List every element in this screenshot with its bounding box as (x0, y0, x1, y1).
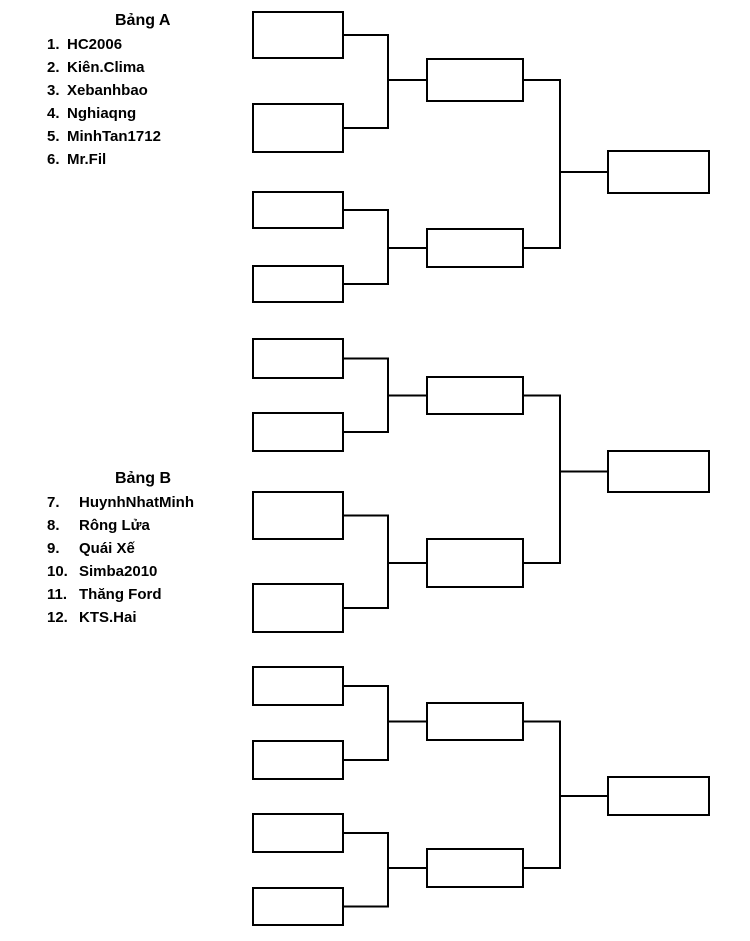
team-name: Quái Xế (79, 540, 135, 557)
team-name: Kiên.Clima (67, 59, 145, 76)
team-item: 7. HuynhNhatMinh (47, 491, 315, 514)
final-slot (607, 150, 710, 194)
bracket-connector (343, 209, 389, 285)
team-item: 1. HC2006 (47, 33, 315, 56)
team-item: 8. Rông Lửa (47, 514, 315, 537)
team-number: 6. (47, 151, 60, 168)
bracket-connector (343, 685, 389, 761)
team-number: 4. (47, 105, 60, 122)
bracket-connector (343, 357, 389, 433)
bracket-connector (343, 832, 389, 908)
semifinal-slot (426, 702, 524, 741)
first-round-slot (252, 666, 344, 706)
team-name: Thăng Ford (79, 586, 162, 603)
semifinal-slot (426, 228, 524, 268)
team-number: 7. (47, 494, 60, 511)
group-b-list: Bảng B 7. HuynhNhatMinh 8. Rông Lửa 9. Quái… (47, 470, 315, 629)
first-round-slot (252, 887, 344, 926)
team-number: 3. (47, 82, 60, 99)
team-item: 6. Mr.Fil (47, 148, 315, 171)
team-item: 3. Xebanhbao (47, 79, 315, 102)
team-item: 5. MinhTan1712 (47, 125, 315, 148)
first-round-slot (252, 412, 344, 452)
team-number: 2. (47, 59, 60, 76)
final-slot (607, 776, 710, 816)
group-a-list: Bảng A 1. HC2006 2. Kiên.Clima 3. Xebanhbao… (47, 12, 315, 171)
team-name: Simba2010 (79, 563, 158, 580)
bracket-connector (523, 720, 561, 869)
team-item: 9. Quái Xế (47, 537, 315, 560)
team-name: KTS.Hai (79, 609, 137, 626)
team-number: 11. (47, 586, 68, 603)
semifinal-slot (426, 848, 524, 888)
team-number: 10. (47, 563, 68, 580)
team-number: 12. (47, 609, 68, 626)
first-round-slot (252, 740, 344, 780)
semifinal-slot (426, 376, 524, 415)
team-item: 2. Kiên.Clima (47, 56, 315, 79)
first-round-slot (252, 191, 344, 229)
team-name: HC2006 (67, 36, 123, 53)
team-name: MinhTan1712 (67, 128, 161, 145)
first-round-slot (252, 583, 344, 633)
first-round-slot (252, 491, 344, 540)
team-number: 5. (47, 128, 60, 145)
group-a-teams: 1. HC2006 2. Kiên.Clima 3. Xebanhbao 4. Nghi… (47, 33, 315, 171)
final-slot (607, 450, 710, 493)
first-round-slot (252, 11, 344, 59)
semifinal-slot (426, 58, 524, 102)
first-round-slot (252, 103, 344, 153)
team-item: 4. Nghiaqng (47, 102, 315, 125)
semifinal-slot (426, 538, 524, 588)
first-round-slot (252, 265, 344, 303)
team-number: 1. (47, 36, 60, 53)
bracket-connector (343, 34, 389, 129)
group-b-title: Bảng B (115, 470, 171, 487)
team-item: 12. KTS.Hai (47, 606, 315, 629)
team-name: Rông Lửa (79, 517, 150, 534)
team-name: Nghiaqng (67, 105, 137, 122)
bracket-connector (343, 514, 389, 609)
team-name: HuynhNhatMinh (79, 494, 194, 511)
team-name: Xebanhbao (67, 82, 148, 99)
bracket-connector (523, 79, 561, 249)
team-name: Mr.Fil (67, 151, 107, 168)
bracket-connector (523, 394, 561, 564)
team-number: 9. (47, 540, 60, 557)
team-number: 8. (47, 517, 60, 534)
group-b-teams: 7. HuynhNhatMinh 8. Rông Lửa 9. Quái Xế 10.… (47, 491, 315, 629)
team-item: 11. Thăng Ford (47, 583, 315, 606)
group-a-title: Bảng A (115, 12, 171, 29)
first-round-slot (252, 813, 344, 853)
team-item: 10. Simba2010 (47, 560, 315, 583)
first-round-slot (252, 338, 344, 379)
